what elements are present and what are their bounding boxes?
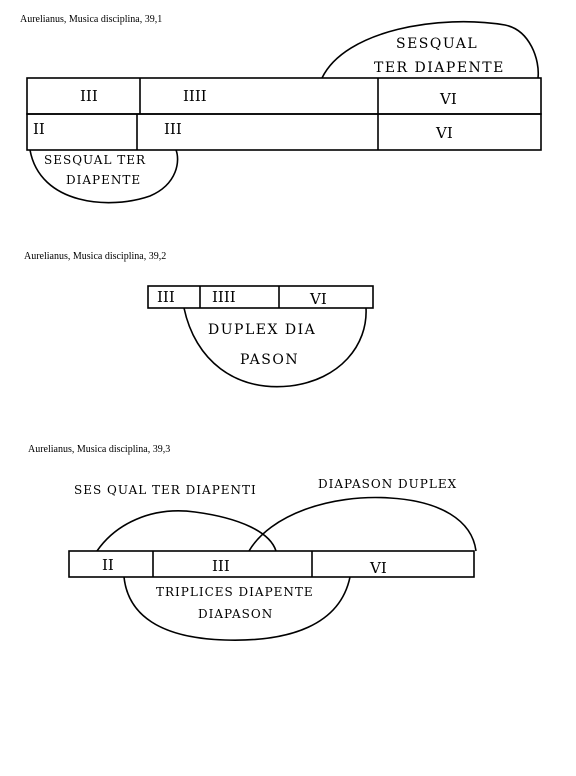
figure-3-bottom-arc-label-line-1: TRIPLICES DIAPENTE bbox=[156, 585, 314, 599]
figure-1-top-arc-label-line-2: TER DIAPENTE bbox=[374, 60, 505, 76]
figure-3-bottom-arc-label-line-2: DIAPASON bbox=[198, 607, 273, 621]
figure-3-row-frame bbox=[68, 550, 475, 578]
figure-1-top-cell-1: III bbox=[80, 87, 98, 105]
figure-3-right-arc bbox=[248, 496, 477, 552]
figure-2-arc bbox=[183, 307, 367, 388]
figure-1-top-arc-label-line-1: SESQUAL bbox=[396, 36, 478, 52]
figure-1-bottom-arc bbox=[29, 149, 179, 204]
figure-3-left-arc bbox=[96, 510, 277, 552]
figure-3-right-arc-label: DIAPASON DUPLEX bbox=[318, 477, 457, 491]
figure-2-cell-2: IIII bbox=[212, 288, 236, 306]
figure-2-arc-label-line-1: DUPLEX DIA bbox=[208, 322, 316, 338]
figure-2-cell-1: III bbox=[157, 288, 175, 306]
figure-2-arc-label-line-2: PASON bbox=[240, 352, 299, 368]
figure-3-cell-2: III bbox=[212, 557, 230, 575]
figure-3-left-arc-label: SES QUAL TER DIAPENTI bbox=[74, 483, 257, 497]
figure-3-caption: Aurelianus, Musica disciplina, 39,3 bbox=[28, 444, 171, 455]
figure-1-bottom-arc-label-line-2: DIAPENTE bbox=[66, 173, 141, 187]
figure-3-cell-1: II bbox=[102, 556, 114, 574]
figure-3-cell-3: VI bbox=[369, 559, 387, 577]
figure-2-caption: Aurelianus, Musica disciplina, 39,2 bbox=[24, 251, 167, 262]
figure-1-bottom-arc-label-line-1: SESQUAL TER bbox=[44, 153, 146, 167]
figure-1-bottom-cell-1: II bbox=[33, 120, 45, 138]
figure-1-caption: Aurelianus, Musica disciplina, 39,1 bbox=[20, 14, 163, 25]
figure-2-row-frame bbox=[147, 285, 374, 309]
figure-1-row-bottom-frame bbox=[26, 113, 542, 151]
figure-1-top-arc bbox=[321, 20, 540, 79]
figure-1-top-cell-2: IIII bbox=[183, 87, 207, 105]
figure-1-bottom-cell-3: VI bbox=[435, 124, 453, 142]
figure-1-bottom-cell-2: III bbox=[164, 120, 182, 138]
figure-2-cell-3: VI bbox=[309, 290, 327, 308]
figure-3-bottom-arc bbox=[123, 576, 351, 641]
figure-1-top-cell-3: VI bbox=[439, 90, 457, 108]
